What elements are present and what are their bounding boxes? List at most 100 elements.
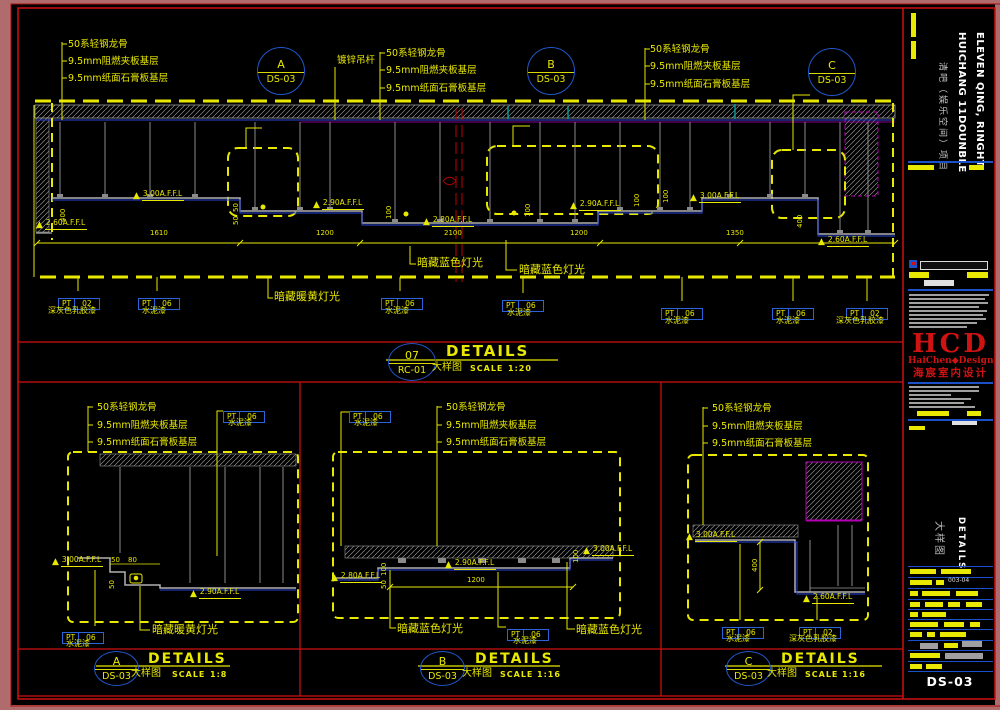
layer-note: 9.5mm阻燃夹板基层 xyxy=(712,421,803,432)
tag-code: PT xyxy=(59,299,76,310)
hanger-feet xyxy=(57,194,871,233)
level-triangle-icon: ▲ xyxy=(818,236,825,247)
sheet-name-en: DETAILS xyxy=(956,517,966,571)
tag-number: 02 xyxy=(823,628,833,637)
dim-text: 400 xyxy=(751,558,759,572)
detail-c-linework xyxy=(687,407,882,667)
scale-value: 1:16 xyxy=(537,670,561,679)
scale-value: 1:8 xyxy=(210,670,228,679)
tag-code: PT xyxy=(224,412,241,423)
dim-text: 400 xyxy=(59,208,67,222)
detail-c-title-bubble: C DS-03 xyxy=(726,651,771,686)
layer-note: 50系轻钢龙骨 xyxy=(446,402,506,413)
finish-label: 深灰色乳胶漆 xyxy=(48,306,96,315)
layer-note: 9.5mm纸面石膏板基层 xyxy=(650,79,751,90)
level-marker: ▲2.60A.F.F.L xyxy=(803,592,855,604)
dim-text: 50 xyxy=(108,580,116,589)
section-title: DETAILS xyxy=(781,651,860,667)
callout-sheet-ref: DS-03 xyxy=(809,72,855,96)
tag-number: 02 xyxy=(82,299,92,308)
tag-number: 06 xyxy=(746,628,756,637)
callout-letter: A xyxy=(112,655,121,668)
logo-cn: 海宸室内设计 xyxy=(913,367,988,379)
detail-number: 07 xyxy=(405,348,419,362)
tag-code: PT xyxy=(662,309,679,320)
level-text: 3.00A.F.F.L xyxy=(141,189,185,201)
light-label-blue: 暗藏蓝色灯光 xyxy=(519,263,585,276)
callout-sheet-ref: DS-03 xyxy=(727,669,770,685)
scale-label: SCALE xyxy=(470,364,504,373)
dim-text: 1350 xyxy=(726,229,744,237)
callout-sheet-ref: DS-03 xyxy=(528,71,574,95)
tag-code: PT xyxy=(508,630,525,641)
sheet-frame xyxy=(10,3,1000,707)
level-triangle-icon: ▲ xyxy=(445,559,452,570)
logo-subtitle: HaiChen◆Design xyxy=(908,356,994,366)
tag-code: PT xyxy=(723,628,740,639)
level-triangle-icon: ▲ xyxy=(313,199,320,210)
finish-tag-pt06: PT 06 xyxy=(722,620,764,640)
level-marker: ▲3.00A.F.F.L xyxy=(583,544,635,556)
layer-note: 9.5mm阻燃夹板基层 xyxy=(386,65,477,76)
scale-label: SCALE xyxy=(805,670,839,679)
level-text: 3.00A.F.F.L xyxy=(60,555,104,567)
light-label-blue: 暗藏蓝色灯光 xyxy=(417,256,483,269)
dim-text: 80 xyxy=(128,556,137,564)
tag-code: PT xyxy=(800,628,817,639)
tag-code: PT xyxy=(139,299,156,310)
detail-a-linework xyxy=(67,406,299,667)
level-triangle-icon: ▲ xyxy=(36,219,43,230)
finish-tag-leaders xyxy=(77,240,868,301)
level-marker: ▲2.60A.F.F.L xyxy=(36,218,88,230)
layer-note: 9.5mm纸面石膏板基层 xyxy=(386,83,487,94)
section-title: DETAILS xyxy=(148,651,227,667)
layer-note: 50系轻钢龙骨 xyxy=(68,39,128,50)
tag-number: 06 xyxy=(86,633,96,642)
finish-label: 水泥漆 xyxy=(142,306,166,315)
dim-text: 1200 xyxy=(467,576,485,584)
layer-note: 9.5mm纸面石膏板基层 xyxy=(446,437,547,448)
level-text: 2.60A.F.F.L xyxy=(826,235,870,247)
stamp-icon xyxy=(909,260,917,268)
scale-label: SCALE xyxy=(172,670,206,679)
tag-code: PT xyxy=(350,412,367,423)
dim-text: 2100 xyxy=(444,229,462,237)
level-triangle-icon: ▲ xyxy=(52,556,59,567)
callout-sheet-ref: DS-03 xyxy=(95,669,138,685)
level-marker: ▲2.60A.F.F.L xyxy=(818,235,870,247)
tag-number: 06 xyxy=(373,412,383,421)
level-text: 2.90A.F.F.L xyxy=(578,199,622,211)
tag-code: PT xyxy=(847,309,864,320)
dim-text: 1610 xyxy=(150,229,168,237)
project-title-en2: ELEVEN QING, RINGHT xyxy=(974,32,985,168)
level-marker: ▲2.90A.F.F.L xyxy=(190,587,242,599)
callout-sheet-ref: DS-03 xyxy=(421,669,464,685)
callout-letter: B xyxy=(438,655,447,668)
section-subtitle: 大样图 xyxy=(767,668,797,679)
callout-bubble-c: C DS-03 xyxy=(808,48,856,96)
level-marker: ▲3.00A.F.F.L xyxy=(52,555,104,567)
dim-text: 100 xyxy=(380,562,388,576)
dim-text: 50 xyxy=(380,580,388,589)
callout-letter: C xyxy=(744,655,753,668)
level-triangle-icon: ▲ xyxy=(423,216,430,227)
dim-text: 50 xyxy=(232,216,240,225)
level-text: 2.80A.F.F.L xyxy=(431,215,475,227)
section-title: DETAILS xyxy=(446,342,530,360)
callout-letter: B xyxy=(547,57,555,71)
section-title: DETAILS xyxy=(475,651,554,667)
section-subtitle: 大样图 xyxy=(462,668,492,679)
dim-text: 100 xyxy=(572,549,580,563)
tag-code: PT xyxy=(773,309,790,320)
level-text: 2.60A.F.F.L xyxy=(811,592,855,604)
callout-bubble-a: A DS-03 xyxy=(257,47,305,95)
level-text: 2.90A.F.F.L xyxy=(453,558,497,570)
tag-number: 06 xyxy=(685,309,695,318)
level-marker: ▲2.90A.F.F.L xyxy=(313,198,365,210)
